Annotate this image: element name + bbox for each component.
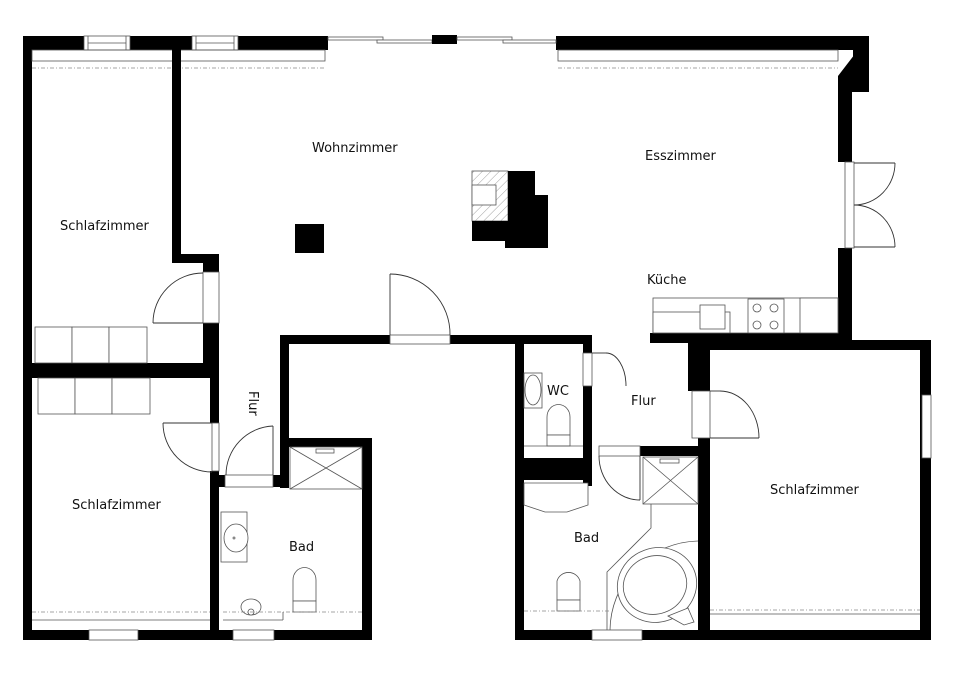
door-wohnzimmer[interactable] — [389, 273, 451, 345]
wall-wc-left — [515, 335, 524, 638]
wall-left — [23, 36, 32, 640]
wall-bottom-left — [23, 630, 372, 640]
wc-toilet — [546, 404, 571, 447]
wall-kitchen-bottom — [650, 333, 850, 343]
sink-1 — [220, 511, 249, 563]
wall-right-bedroom — [920, 343, 931, 640]
room-label-schlafzimmer-2: Schlafzimmer — [72, 498, 161, 513]
wardrobe-2 — [37, 377, 151, 415]
room-label-wohnzimmer: Wohnzimmer — [312, 141, 398, 156]
window-bottom-3 — [591, 629, 643, 641]
kitchen-counter — [652, 297, 839, 334]
wardrobe-1 — [34, 326, 148, 364]
wc-sink — [523, 372, 543, 409]
wall-bottom-right — [515, 630, 931, 640]
window-bottom-2 — [232, 629, 275, 641]
bidet-1 — [240, 598, 262, 616]
toilet-1 — [292, 567, 317, 613]
door-bad-2[interactable] — [598, 445, 641, 501]
bath-partition — [606, 504, 652, 630]
wall-right-upper — [838, 76, 852, 162]
wall-right-lower — [838, 248, 852, 340]
wall-top-right — [556, 36, 869, 50]
room-label-schlafzimmer-3: Schlafzimmer — [770, 483, 859, 498]
wall-bedroom-top — [696, 340, 931, 350]
door-wc[interactable] — [582, 352, 627, 387]
room-label-bad-1: Bad — [289, 540, 315, 555]
shower-1 — [289, 446, 363, 490]
terrace-door[interactable] — [844, 161, 896, 249]
bad-2-toilet — [556, 572, 581, 612]
window-right — [921, 394, 932, 459]
room-label-flur-2: Flur — [631, 394, 656, 409]
door-bad-1[interactable] — [224, 425, 274, 488]
door-schlafzimmer-1[interactable] — [152, 271, 220, 324]
pillar — [295, 224, 324, 253]
door-schlafzimmer-2[interactable] — [162, 422, 220, 473]
room-label-kueche: Küche — [647, 273, 687, 288]
wall-top-left — [23, 36, 328, 50]
fireplace — [471, 170, 548, 248]
room-label-wc: WC — [547, 384, 569, 399]
room-label-bad-2: Bad — [574, 531, 600, 546]
wall-between-bedrooms — [23, 363, 212, 378]
door-schlafzimmer-3[interactable] — [691, 390, 760, 439]
bathtub — [609, 540, 699, 631]
wall-interior-1 — [172, 48, 181, 258]
room-label-esszimmer: Esszimmer — [645, 149, 716, 164]
room-label-schlafzimmer-1: Schlafzimmer — [60, 219, 149, 234]
sliding-door-top — [327, 35, 557, 44]
shower-2 — [642, 456, 699, 505]
window-bottom-1 — [88, 629, 139, 641]
room-label-flur-1: Flur — [245, 391, 260, 416]
bad-2-vanity — [523, 482, 589, 513]
